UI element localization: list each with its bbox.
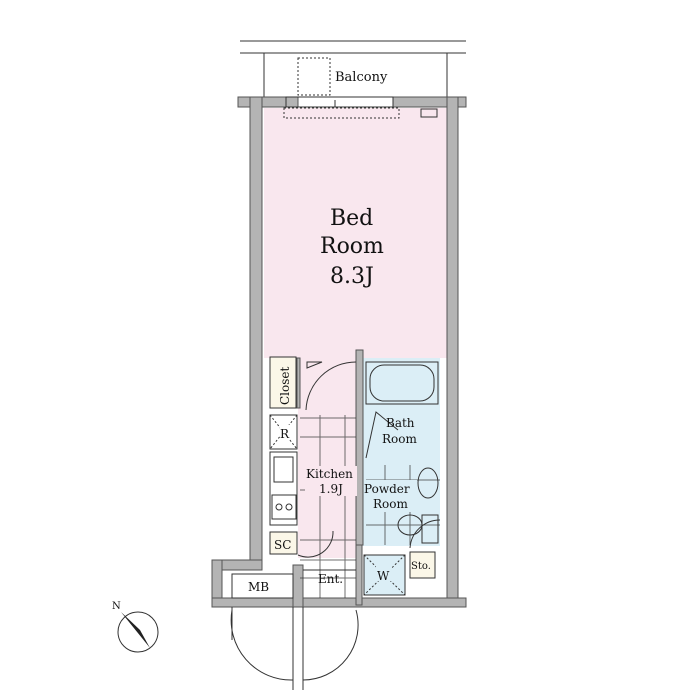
powder-room-label-1: Powder (364, 482, 410, 496)
bedroom-label-1: Bed (330, 206, 373, 231)
aircon-unit (297, 57, 331, 96)
powder-room-door[interactable] (409, 519, 441, 549)
toilet-tank (421, 514, 439, 544)
bedroom-label-2: Room (320, 234, 384, 259)
burner-icon (275, 503, 283, 511)
burner-icon (285, 503, 293, 511)
kitchen-counter (269, 451, 298, 526)
bedroom-size: 8.3J (330, 264, 374, 289)
kitchen-label: Kitchen (306, 467, 353, 481)
balcony: Balcony (240, 40, 466, 97)
shoe-closet-door[interactable] (297, 530, 334, 558)
washbasin (417, 467, 439, 499)
bedroom-door[interactable] (305, 361, 357, 411)
bathroom (363, 358, 440, 460)
bathtub-surround (365, 361, 439, 405)
kitchen-area (298, 358, 356, 558)
closet-label: Closet (278, 366, 292, 405)
bathtub (369, 364, 435, 402)
entrance-door[interactable] (230, 607, 359, 690)
door-arrow-icon (306, 361, 323, 369)
stove (271, 494, 297, 520)
meter-box-label: MB (248, 580, 269, 594)
bathroom-label-2: Room (382, 432, 417, 446)
shoe-closet[interactable] (269, 531, 298, 555)
balcony-window[interactable] (285, 96, 394, 108)
kitchen-size: 1.9J (319, 482, 343, 496)
storage-label: Sto. (411, 561, 431, 572)
north-compass-icon: N (112, 601, 159, 653)
balcony-label: Balcony (335, 70, 388, 85)
bathroom-label-1: Bath (386, 416, 415, 430)
meter-box (231, 573, 294, 599)
refrigerator (269, 414, 298, 450)
refrigerator-label: R (280, 427, 290, 441)
shoe-closet-label: SC (274, 538, 291, 552)
kitchen-floor-tiles (300, 415, 440, 598)
storage[interactable] (409, 551, 436, 579)
entrance-label: Ent. (318, 572, 343, 586)
powder-room-label-2: Room (373, 497, 408, 511)
curtain (283, 107, 400, 119)
sink (273, 456, 294, 483)
svg-text:N: N (112, 601, 121, 612)
bedroom (264, 108, 447, 358)
washer-label: W (377, 569, 390, 583)
closet[interactable] (269, 356, 297, 409)
